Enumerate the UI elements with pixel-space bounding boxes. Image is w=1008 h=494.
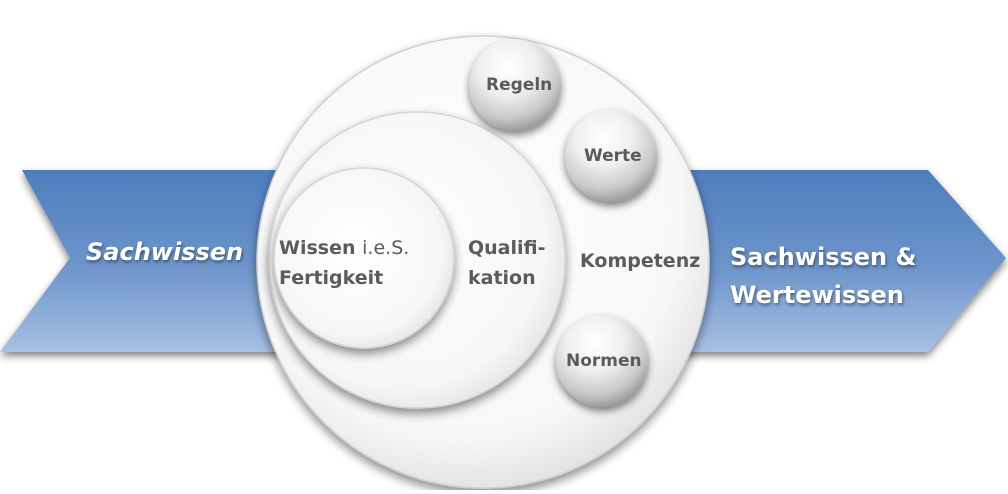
wissen-suffix: i.e.S. [362, 237, 410, 259]
kompetenz-label: Kompetenz [580, 250, 701, 272]
normen-sphere [556, 315, 648, 407]
regeln-label: Regeln [486, 75, 553, 95]
arrow-right-label: Sachwissen & Wertewissen [730, 238, 916, 314]
wissen-word: Wissen [279, 237, 356, 259]
qualifikation-line2: kation [468, 267, 536, 289]
arrow-right-label-line1: Sachwissen & [730, 243, 917, 271]
normen-label: Normen [566, 351, 642, 371]
werte-sphere [565, 110, 657, 202]
werte-label: Werte [584, 146, 642, 166]
qualifikation-label: Qualifi- kation [468, 233, 546, 293]
fertigkeit-word: Fertigkeit [279, 267, 384, 289]
regeln-sphere [469, 39, 561, 131]
qualifikation-line1: Qualifi- [468, 237, 546, 259]
wissen-circle [273, 167, 455, 349]
arrow-right-label-line2: Wertewissen [730, 281, 904, 309]
wissen-label-line1: Wissen i.e.S. [279, 233, 409, 263]
wissen-label: Wissen i.e.S. Fertigkeit [279, 233, 409, 293]
arrow-left-label: Sachwissen [86, 238, 244, 266]
